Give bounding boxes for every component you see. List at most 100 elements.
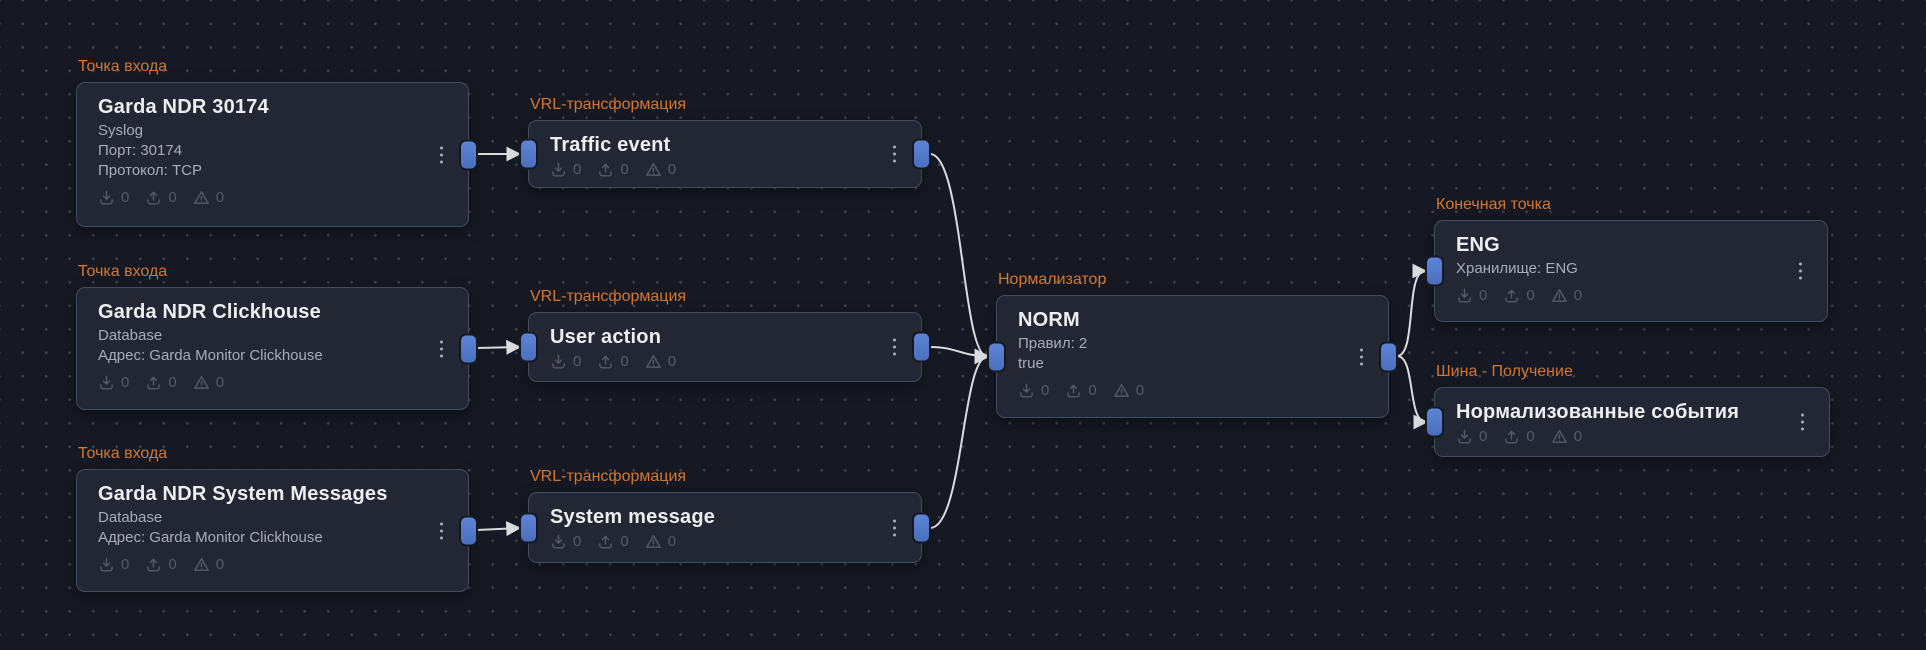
- in-count: 0: [121, 556, 130, 573]
- output-port[interactable]: [461, 335, 476, 362]
- warning-icon: [645, 355, 661, 368]
- kebab-menu-icon[interactable]: [1796, 408, 1809, 437]
- node-entry-garda-ndr-clickhouse[interactable]: Garda NDR Clickhouse Database Адрес: Gar…: [76, 287, 476, 410]
- node-type-label: VRL-трансформация: [530, 96, 687, 113]
- input-port[interactable]: [1427, 408, 1442, 436]
- error-count: 0: [1573, 287, 1583, 304]
- error-count: 0: [215, 374, 225, 391]
- out-count: 0: [1526, 428, 1535, 445]
- download-icon: [1020, 383, 1033, 398]
- warning-icon: [1551, 289, 1567, 302]
- node-subtitle: Хранилище: ENG: [1456, 260, 1578, 277]
- output-port[interactable]: [461, 517, 476, 544]
- out-count: 0: [620, 353, 629, 370]
- upload-icon: [599, 535, 613, 549]
- node-subtitle: Порт: 30174: [98, 142, 183, 159]
- kebab-menu-icon[interactable]: [888, 140, 901, 169]
- node-entry-garda-ndr-30174[interactable]: Garda NDR 30174 Syslog Порт: 30174 Прото…: [76, 82, 476, 227]
- warning-icon: [1551, 430, 1567, 443]
- in-count: 0: [1479, 287, 1488, 304]
- download-icon: [552, 534, 565, 549]
- node-subtitle: Адрес: Garda Monitor Clickhouse: [98, 529, 323, 546]
- node-entry-garda-ndr-system-messages[interactable]: Garda NDR System Messages Database Адрес…: [76, 469, 476, 592]
- node-subtitle: Протокол: TCP: [98, 162, 203, 179]
- node-type-label: VRL-трансформация: [530, 288, 687, 305]
- warning-icon: [645, 163, 661, 176]
- download-icon: [1458, 288, 1471, 303]
- output-port[interactable]: [461, 141, 476, 168]
- kebab-menu-icon[interactable]: [888, 333, 901, 362]
- edge-norm-to-eng[interactable]: [1396, 263, 1428, 357]
- node-vrl-system-message[interactable]: System message 0 0 0: [521, 492, 929, 563]
- download-icon: [100, 375, 113, 390]
- node-endpoint-eng[interactable]: ENG Хранилище: ENG 0 0 0: [1427, 220, 1828, 322]
- kebab-menu-icon[interactable]: [1355, 342, 1368, 371]
- error-count: 0: [667, 353, 677, 370]
- in-count: 0: [573, 533, 582, 550]
- kebab-menu-icon[interactable]: [888, 513, 901, 542]
- node-subtitle: Правил: 2: [1018, 335, 1088, 352]
- output-port[interactable]: [914, 333, 929, 361]
- edge-entry3-to-sysmsg[interactable]: [476, 521, 522, 537]
- node-type-label: Конечная точка: [1436, 196, 1551, 213]
- error-count: 0: [215, 556, 225, 573]
- node-type-label: Нормализатор: [998, 271, 1107, 288]
- edge-norm-to-bus[interactable]: [1396, 355, 1429, 430]
- download-icon: [552, 354, 565, 369]
- out-count: 0: [168, 556, 177, 573]
- node-stats: 0 0 0: [98, 374, 447, 391]
- input-port[interactable]: [989, 343, 1004, 370]
- node-type-label: Точка входа: [78, 263, 168, 280]
- node-stats: 0 0 0: [98, 556, 447, 573]
- node-title: User action: [550, 326, 662, 348]
- upload-icon: [147, 191, 161, 205]
- kebab-menu-icon[interactable]: [435, 334, 448, 363]
- input-port[interactable]: [521, 514, 536, 541]
- in-count: 0: [573, 161, 582, 178]
- node-stats: 0 0 0: [98, 189, 447, 206]
- upload-icon: [599, 355, 613, 369]
- node-title: NORM: [1018, 309, 1080, 331]
- node-title: Traffic event: [550, 134, 671, 156]
- upload-icon: [1067, 384, 1081, 398]
- node-bus-normalized-events[interactable]: Нормализованные события 0 0 0: [1427, 387, 1830, 457]
- kebab-menu-icon[interactable]: [435, 516, 448, 545]
- warning-icon: [1113, 384, 1129, 397]
- output-port[interactable]: [1381, 343, 1396, 370]
- error-count: 0: [215, 189, 225, 206]
- node-subtitle: true: [1018, 355, 1044, 372]
- node-vrl-traffic-event[interactable]: Traffic event 0 0 0: [521, 120, 929, 188]
- output-port[interactable]: [914, 140, 929, 168]
- node-type-label: Точка входа: [78, 445, 168, 462]
- warning-icon: [193, 558, 209, 571]
- in-count: 0: [1479, 428, 1488, 445]
- input-port[interactable]: [521, 140, 536, 168]
- node-vrl-user-action[interactable]: User action 0 0 0: [521, 312, 929, 382]
- download-icon: [100, 557, 113, 572]
- in-count: 0: [573, 353, 582, 370]
- input-port[interactable]: [1427, 257, 1442, 285]
- upload-icon: [147, 558, 161, 572]
- out-count: 0: [620, 161, 629, 178]
- upload-icon: [147, 376, 161, 390]
- node-stats: 0 0 0: [550, 353, 900, 370]
- edge-sysmsg-to-norm[interactable]: [929, 349, 990, 529]
- in-count: 0: [121, 374, 130, 391]
- kebab-menu-icon[interactable]: [1794, 257, 1807, 286]
- error-count: 0: [667, 533, 677, 550]
- node-normalizer-norm[interactable]: NORM Правил: 2 true 0 0 0: [989, 295, 1396, 418]
- input-port[interactable]: [521, 333, 536, 361]
- node-type-label: Шина - Получение: [1436, 363, 1573, 380]
- node-subtitle: Database: [98, 327, 163, 344]
- upload-icon: [599, 163, 613, 177]
- output-port[interactable]: [914, 514, 929, 541]
- node-type-label: VRL-трансформация: [530, 468, 687, 485]
- node-title: ENG: [1456, 234, 1500, 256]
- node-subtitle: Database: [98, 509, 163, 526]
- download-icon: [552, 162, 565, 177]
- error-count: 0: [667, 161, 677, 178]
- kebab-menu-icon[interactable]: [435, 140, 448, 169]
- edge-entry2-to-useraction[interactable]: [476, 339, 522, 355]
- edge-traffic-to-norm[interactable]: [929, 153, 990, 364]
